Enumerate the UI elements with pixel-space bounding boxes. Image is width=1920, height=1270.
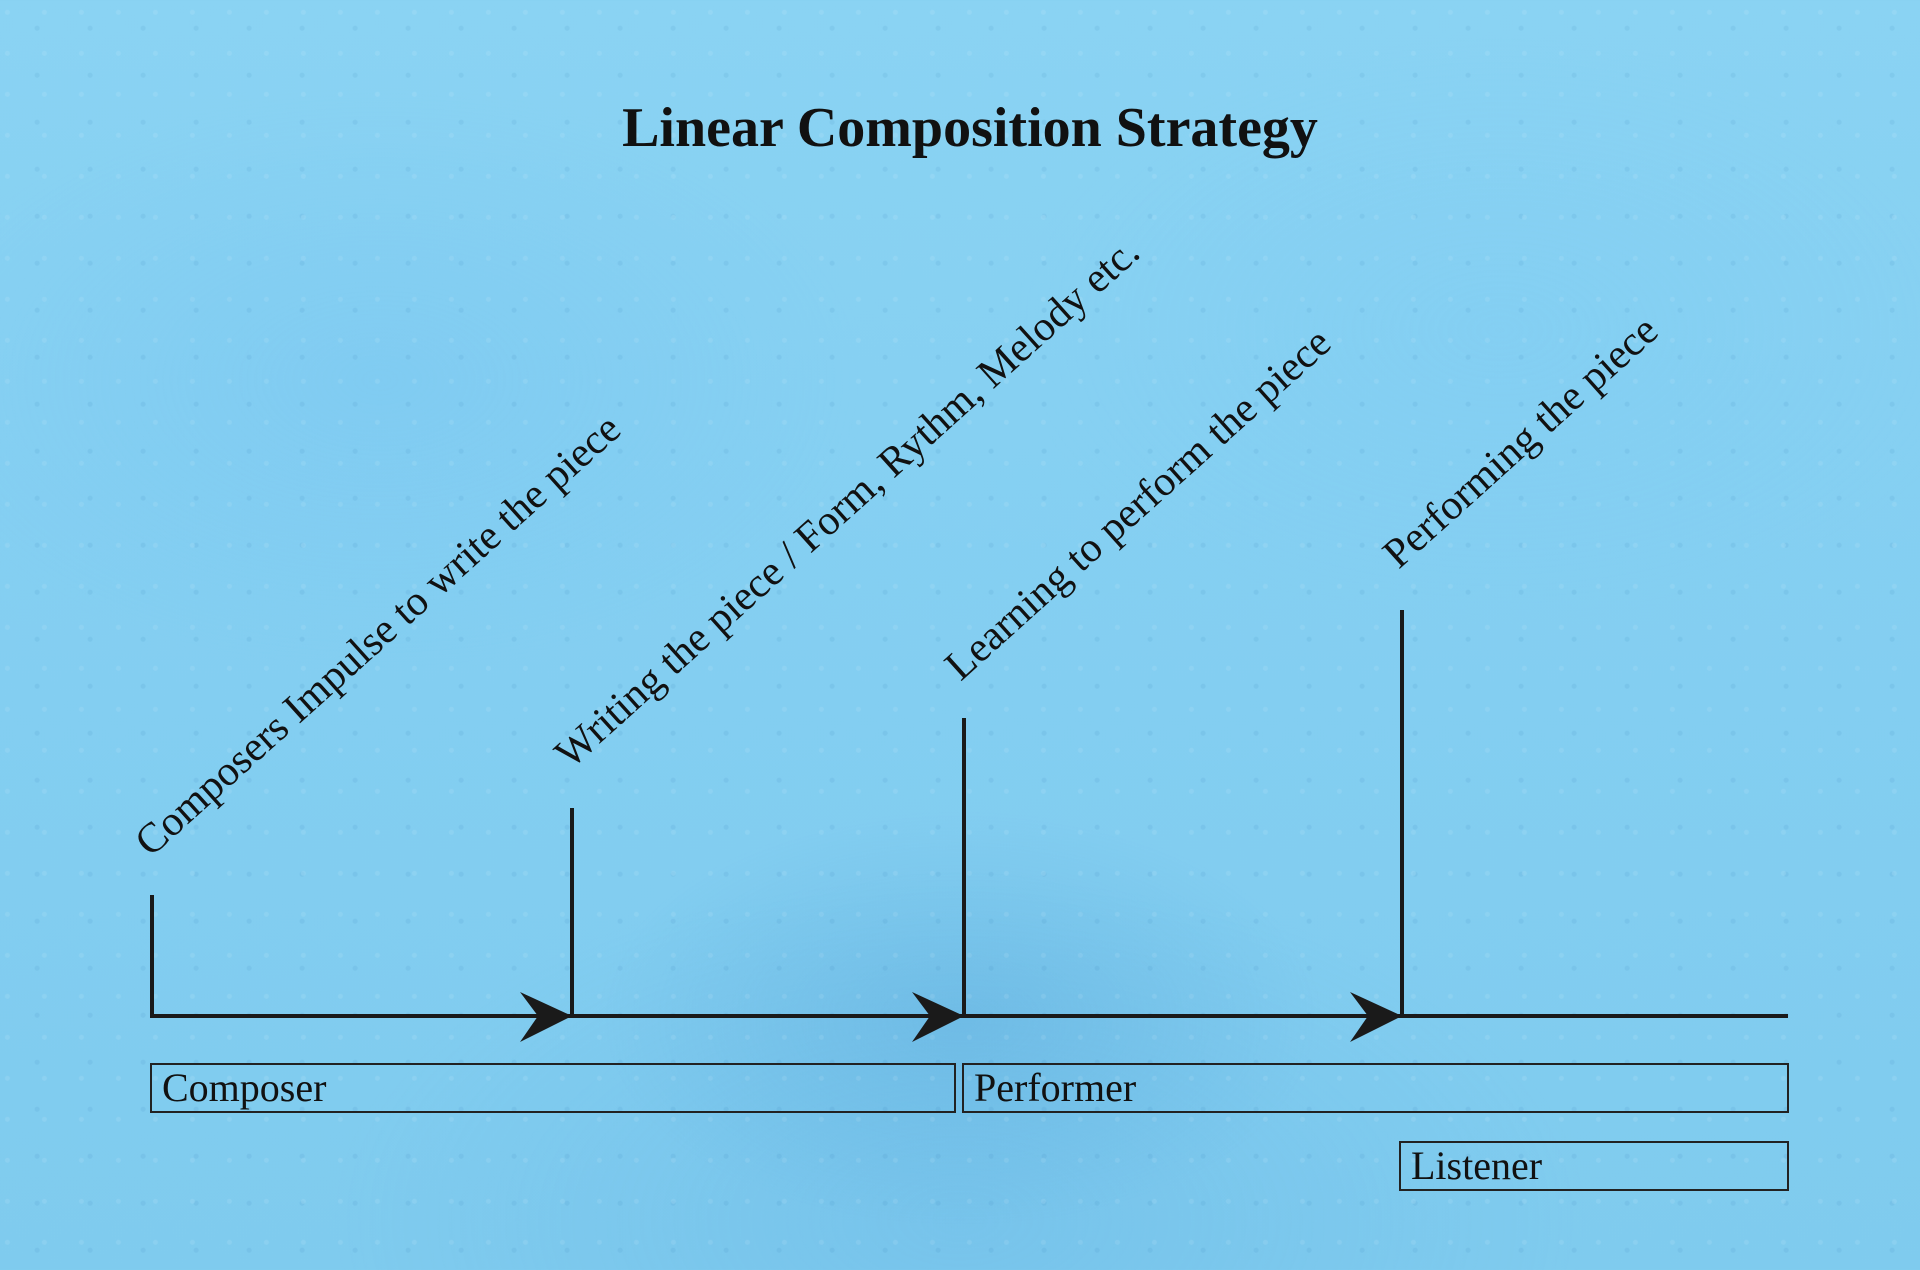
role-box-performer: Performer (962, 1063, 1789, 1113)
role-box-listener: Listener (1399, 1141, 1789, 1191)
role-box-composer: Composer (150, 1063, 956, 1113)
arrowhead-2 (912, 992, 964, 1042)
arrowhead-3 (1350, 992, 1402, 1042)
arrowhead-1 (520, 992, 572, 1042)
page-title: Linear Composition Strategy (622, 97, 1318, 159)
